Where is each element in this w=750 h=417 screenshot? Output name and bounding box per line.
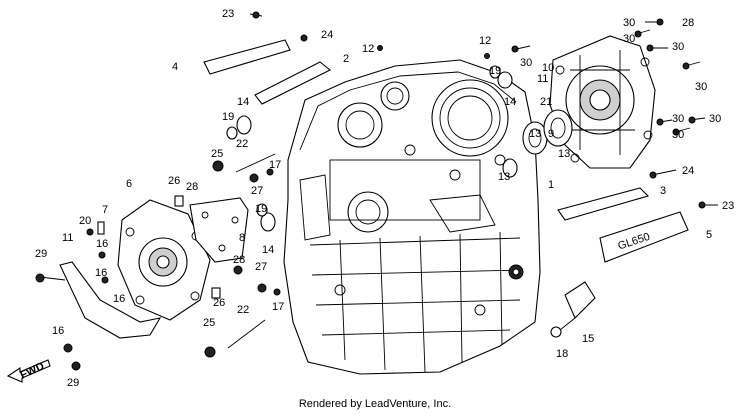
- fwd-label: FWD: [18, 360, 46, 381]
- callout-26: 26: [168, 175, 180, 187]
- callout-30: 30: [672, 129, 684, 141]
- callout-11: 11: [62, 232, 73, 244]
- callout-24: 24: [682, 165, 694, 177]
- callout-29: 29: [67, 377, 79, 389]
- callout-28: 28: [233, 254, 245, 266]
- right-side-cover: [549, 35, 656, 169]
- callout-25: 25: [203, 317, 215, 329]
- callout-9: 9: [548, 128, 554, 140]
- callout-30: 30: [623, 33, 635, 45]
- top-plate-4: [203, 39, 291, 75]
- callout-27: 27: [255, 261, 267, 273]
- oil-strainer: [550, 281, 596, 338]
- callout-22: 22: [236, 138, 248, 150]
- callout-16: 16: [52, 325, 64, 337]
- fwd-arrow: FWD: [6, 359, 51, 383]
- callout-3: 3: [660, 185, 666, 197]
- callout-14: 14: [262, 244, 274, 256]
- callout-25: 25: [211, 148, 223, 160]
- chain-guide: [59, 261, 162, 339]
- callout-28: 28: [682, 17, 694, 29]
- callout-28: 28: [186, 181, 198, 193]
- callout-21: 21: [540, 96, 552, 108]
- callout-30: 30: [672, 113, 684, 125]
- callout-11: 11: [537, 73, 548, 85]
- callout-17: 17: [272, 301, 284, 313]
- callout-10: 10: [542, 62, 554, 74]
- gasket-plate: [189, 197, 249, 263]
- callout-30: 30: [709, 113, 721, 125]
- callout-30: 30: [695, 81, 707, 93]
- cover-plate-5: GL650: [599, 211, 689, 263]
- callout-24: 24: [321, 29, 333, 41]
- callout-14: 14: [237, 96, 249, 108]
- callout-16: 16: [113, 293, 125, 305]
- callout-17: 17: [269, 159, 281, 171]
- callout-22: 22: [237, 304, 249, 316]
- callout-8: 8: [239, 232, 245, 244]
- callout-19: 19: [489, 65, 501, 77]
- callout-4: 4: [172, 61, 178, 73]
- callout-6: 6: [126, 178, 132, 190]
- callout-23: 23: [222, 8, 234, 20]
- callout-15: 15: [582, 333, 594, 345]
- callout-23: 23: [722, 200, 734, 212]
- callout-19: 19: [222, 111, 234, 123]
- callout-13: 13: [558, 148, 570, 160]
- callout-13: 13: [498, 171, 510, 183]
- left-side-cover: [117, 199, 211, 321]
- callout-16: 16: [95, 267, 107, 279]
- callout-19: 19: [255, 203, 267, 215]
- callout-20: 20: [79, 215, 91, 227]
- callout-14: 14: [504, 96, 516, 108]
- callout-16: 16: [96, 238, 108, 250]
- callout-30: 30: [672, 41, 684, 53]
- bearings: [226, 65, 573, 232]
- callout-5: 5: [706, 229, 712, 241]
- callout-13: 13: [529, 128, 541, 140]
- callout-1: 1: [548, 179, 554, 191]
- plate-2: [254, 61, 332, 105]
- callout-12: 12: [362, 43, 374, 55]
- callout-7: 7: [102, 204, 108, 216]
- callout-27: 27: [251, 185, 263, 197]
- plate-3: [557, 187, 650, 221]
- callout-12: 12: [479, 35, 491, 47]
- bolts: [35, 11, 718, 371]
- callout-30: 30: [520, 57, 532, 69]
- callout-29: 29: [35, 248, 47, 260]
- callout-2: 2: [343, 53, 349, 65]
- crankcase: [283, 59, 541, 375]
- callout-26: 26: [213, 297, 225, 309]
- callout-18: 18: [556, 348, 568, 360]
- footer-credit: Rendered by LeadVenture, Inc.: [298, 398, 452, 410]
- callout-30: 30: [623, 17, 635, 29]
